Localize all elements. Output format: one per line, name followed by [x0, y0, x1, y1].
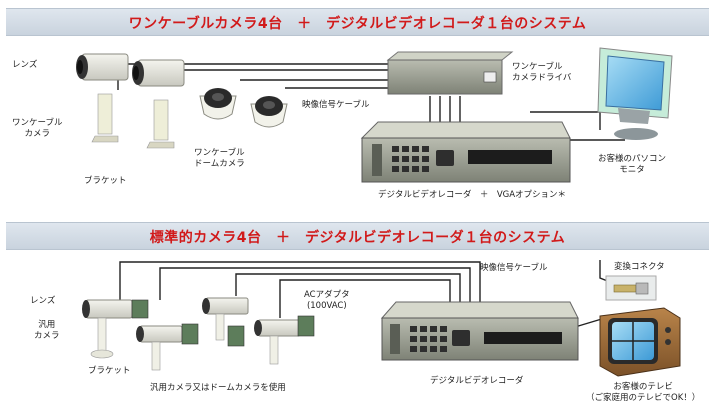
ac-adapter-label-line1: ACアダプタ [304, 290, 350, 300]
pc-monitor-label-line2: モニタ [619, 165, 645, 175]
tv-label-line2: （ご家庭用のテレビでOK！） [586, 393, 701, 403]
top-dome-label-line1: ワンケーブル [194, 148, 245, 158]
generic-camera-label: 汎用 カメラ [34, 320, 60, 342]
tv-label-line1: お客様のテレビ [613, 382, 673, 392]
bottom-bracket-label: ブラケット [88, 366, 131, 376]
ac-adapter-label-line2: (100VAC) [306, 301, 347, 311]
generic-camera-1 [82, 299, 149, 359]
top-camera-label: ワンケーブル カメラ [12, 118, 63, 140]
top-one-cable-camera-1 [76, 53, 129, 143]
top-camera-label-line2: カメラ [24, 129, 50, 139]
top-dome-label-line2: ドームカメラ [194, 159, 245, 169]
bottom-lens-label: レンズ [30, 296, 56, 306]
generic-camera-2 [136, 323, 199, 371]
top-system-title: ワンケーブルカメラ4台 ＋ デジタルビデオレコーダ１台のシステム [128, 16, 587, 32]
bottom-system-banner: 標準的カメラ4台 ＋ デジタルビデオレコーダ１台のシステム [6, 222, 709, 250]
tv-label: お客様のテレビ （ご家庭用のテレビでOK！） [586, 382, 700, 404]
top-dome-camera-2 [250, 96, 288, 128]
bottom-cable-label: 映像信号ケーブル [480, 263, 548, 273]
top-lens-label: レンズ [12, 60, 38, 70]
camera-driver-label-line1: ワンケーブル [512, 62, 563, 72]
top-dome-camera-1 [199, 88, 237, 120]
top-system-banner: ワンケーブルカメラ4台 ＋ デジタルビデオレコーダ１台のシステム [6, 8, 709, 36]
top-bracket-label: ブラケット [84, 176, 127, 186]
generic-camera-label-line2: カメラ [34, 331, 60, 341]
top-recorder-label: デジタルビデオレコーダ ＋ VGAオプション＊ [378, 190, 567, 200]
bottom-video-cables [119, 260, 631, 331]
generic-camera-3 [202, 297, 249, 347]
top-one-cable-camera-2 [132, 59, 185, 149]
one-cable-camera-driver [386, 51, 514, 95]
bottom-digital-video-recorder [380, 301, 579, 361]
pc-monitor-label: お客様のパソコン モニタ [598, 154, 666, 176]
converter-label: 変換コネクタ [614, 262, 665, 272]
top-dome-camera-label: ワンケーブル ドームカメラ [194, 148, 245, 170]
bottom-recorder-label: デジタルビデオレコーダ [430, 376, 524, 386]
generic-camera-4 [254, 315, 315, 365]
top-digital-video-recorder [360, 121, 571, 183]
generic-camera-label-line1: 汎用 [38, 320, 56, 330]
ac-adapter-label: ACアダプタ (100VAC) [304, 290, 350, 312]
customer-pc-monitor [597, 47, 673, 140]
conversion-connector [605, 275, 657, 301]
pc-monitor-label-line1: お客様のパソコン [598, 154, 667, 164]
camera-driver-label-line2: カメラドライバ [512, 73, 572, 83]
customer-television [599, 307, 681, 377]
cameras-note-label: 汎用カメラ又はドームカメラを使用 [150, 383, 286, 393]
top-camera-label-line1: ワンケーブル [12, 118, 63, 128]
bottom-system-title: 標準的カメラ4台 ＋ デジタルビデオレコーダ１台のシステム [149, 230, 566, 246]
top-cable-label: 映像信号ケーブル [302, 100, 370, 110]
camera-driver-label: ワンケーブル カメラドライバ [512, 62, 571, 84]
